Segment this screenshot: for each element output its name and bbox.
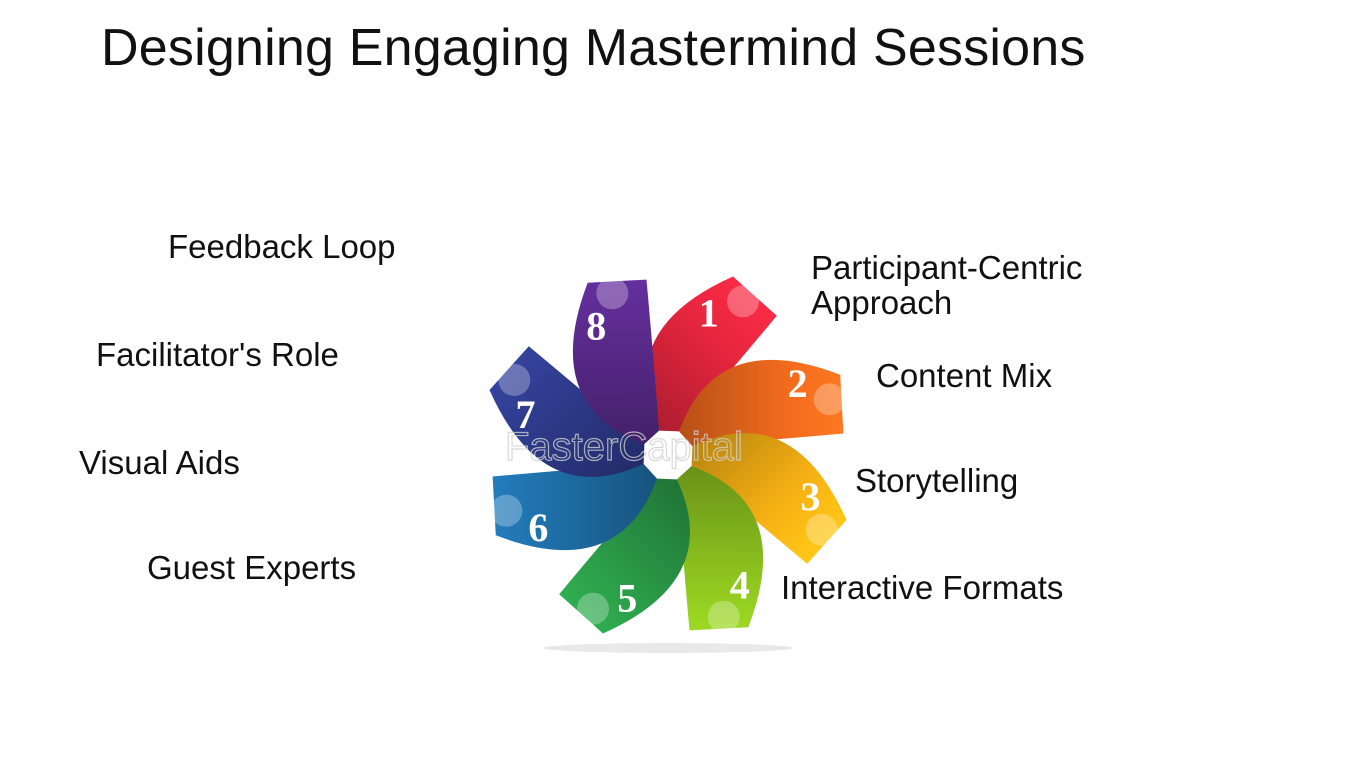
label-step-4: Interactive Formats	[781, 569, 1064, 606]
label-step-7: Facilitator's Role	[96, 336, 339, 373]
petal-number-8: 8	[586, 303, 606, 348]
label-step-6: Visual Aids	[79, 444, 240, 481]
petal-number-4: 4	[730, 563, 750, 608]
label-step-8: Feedback Loop	[168, 228, 396, 265]
petal-highlight-2	[813, 383, 846, 416]
label-step-5: Guest Experts	[147, 549, 357, 586]
label-step-2: Content Mix	[876, 357, 1053, 394]
petal-highlight-5	[577, 592, 609, 625]
petal-5	[559, 478, 690, 634]
petal-number-5: 5	[617, 576, 637, 621]
label-step-3: Storytelling	[855, 462, 1019, 499]
petal-number-3: 3	[801, 474, 821, 519]
petal-1	[646, 276, 777, 432]
petal-highlight-4	[707, 600, 740, 633]
petal-number-7: 7	[516, 392, 536, 437]
petal-highlight-7	[498, 364, 531, 396]
label-step-1: Participant-Centric Approach	[811, 249, 1083, 321]
petal-number-2: 2	[788, 361, 808, 406]
petal-number-6: 6	[528, 505, 548, 550]
petal-highlight-1	[727, 285, 759, 318]
petal-6	[492, 463, 657, 551]
petal-7	[489, 346, 645, 477]
petal-highlight-3	[805, 514, 838, 546]
page-title: Designing Engaging Mastermind Sessions	[101, 19, 1086, 77]
watermark: FasterCapital	[505, 425, 743, 469]
petal-3	[691, 433, 847, 564]
diagram-shadow	[543, 643, 793, 653]
petal-highlight-8	[596, 277, 629, 310]
petal-8	[572, 279, 660, 444]
petal-2	[679, 359, 844, 447]
petal-number-1: 1	[699, 291, 719, 336]
petal-4	[676, 466, 764, 631]
petal-highlight-6	[490, 494, 523, 527]
